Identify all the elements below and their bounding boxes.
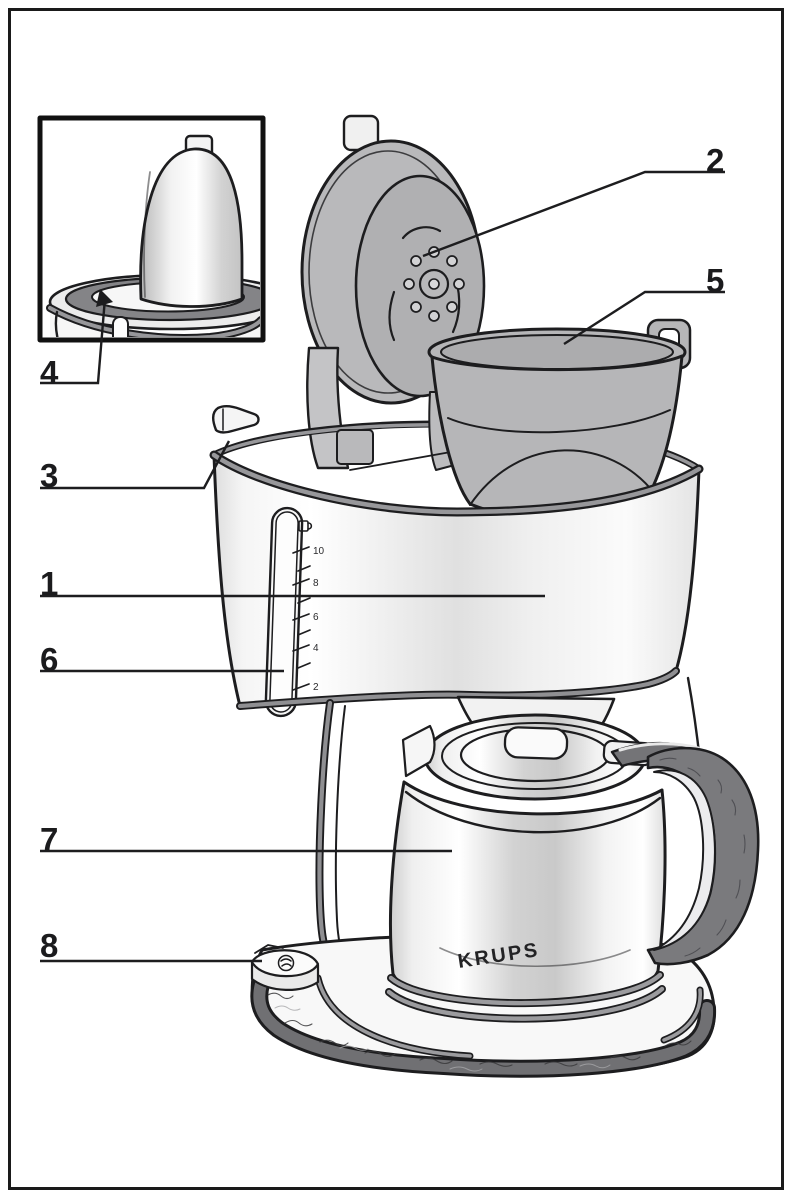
inset-box-border [37,115,266,343]
tank-rim-latch [212,405,260,434]
inset-detail [37,115,266,343]
callout-8-label: 8 [40,927,59,964]
leader-lines [40,170,725,963]
leader-5 [563,290,725,346]
filter-holder [427,318,692,522]
power-button-icon [277,954,295,972]
gauge-level-10: 10 [313,546,325,557]
cup-icon [298,520,313,532]
power-button [250,944,320,991]
callout-5-label: 5 [706,262,725,299]
callout-2-label: 2 [706,142,725,179]
base-texture [267,992,692,1067]
leader-4 [40,297,107,385]
callout-2: 2 [706,144,724,177]
callout-1-label: 1 [40,565,59,602]
gauge-ticks [292,546,311,691]
callout-3-label: 3 [40,457,59,494]
callout-6: 6 [40,643,58,676]
callout-5: 5 [706,264,724,297]
gauge-level-4: 4 [313,643,319,654]
coffee-machine [209,114,760,1078]
handle-texture [659,757,746,957]
callout-3: 3 [40,459,58,492]
carafe-body [388,780,667,1005]
callout-4: 4 [40,356,58,389]
carafe-handle [610,741,760,966]
leader-4-arrowhead [96,289,113,307]
thermal-carafe [385,713,667,1023]
leader-2 [422,170,725,258]
callout-8: 8 [40,929,58,962]
gauge-level-6: 6 [313,612,319,623]
gauge-level-8: 8 [313,578,319,589]
gauge-level-2: 2 [313,682,319,693]
callout-1: 1 [40,567,58,600]
callout-4-label: 4 [40,354,59,391]
lid-flap [139,147,244,308]
leader-3 [40,440,231,490]
callout-6-label: 6 [40,641,59,678]
callout-7: 7 [40,823,58,856]
water-level-gauge [264,506,304,718]
base-texture-light [274,1005,611,1072]
callout-7-label: 7 [40,821,59,858]
